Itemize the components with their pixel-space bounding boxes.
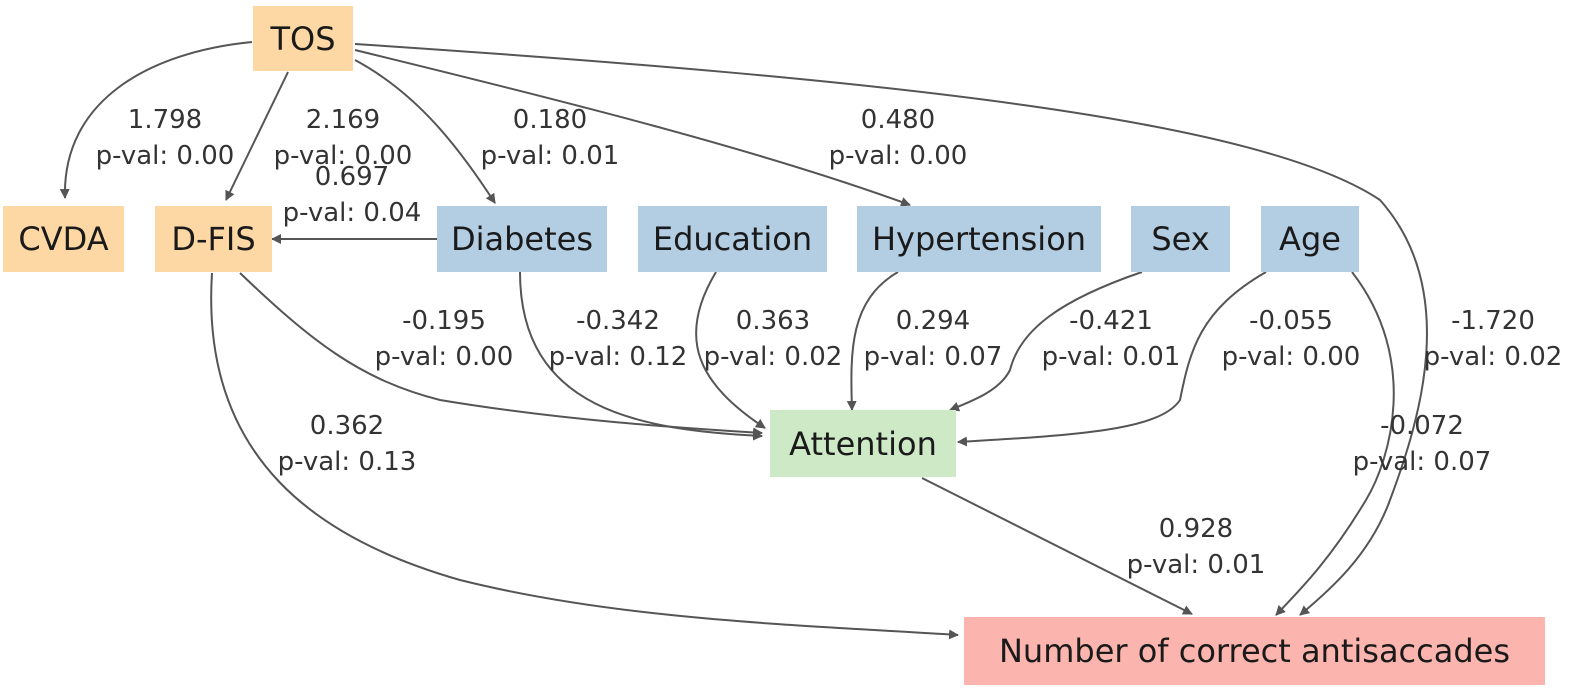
edge-tos-antisaccades [354,43,1428,616]
edge-dfis-attention [239,272,763,438]
edge-pvalue: p-val: 0.01 [480,141,620,171]
edge-pvalue: p-val: 0.01 [1126,550,1266,580]
edge-pvalue: p-val: 0.07 [863,342,1003,372]
node-age: Age [1261,206,1359,272]
node-diabetes: Diabetes [437,206,607,272]
edge-label-dfis-attention: -0.195 p-val: 0.00 [344,303,544,375]
edge-label-tos-antisaccades: -1.720 p-val: 0.02 [1393,303,1593,375]
edge-pvalue: p-val: 0.01 [1041,342,1181,372]
node-hypertension: Hypertension [857,206,1101,272]
edge-sex-attention [949,271,1143,412]
edge-tos-cvda [59,41,253,199]
edge-coefficient: 0.180 [512,105,588,135]
edge-pvalue: p-val: 0.00 [273,141,413,171]
edge-pvalue: p-val: 0.02 [1423,342,1563,372]
node-tos: TOS [253,6,353,71]
edge-attention-antisaccades [921,477,1193,615]
edge-pvalue: p-val: 0.02 [703,342,843,372]
edge-label-tos-diabetes: 0.180 p-val: 0.01 [450,102,650,174]
edge-pvalue: p-val: 0.00 [374,342,514,372]
node-cvda: CVDA [3,206,124,272]
edge-label-age-antisaccades: -0.072 p-val: 0.07 [1322,408,1522,480]
edge-coefficient: 0.362 [309,411,385,441]
edge-tos-diabetes [354,59,496,204]
edge-coefficient: 0.928 [1158,514,1234,544]
node-dfis: D-FIS [155,206,272,272]
node-attention: Attention [770,410,956,477]
edge-label-age-attention: -0.055 p-val: 0.00 [1191,303,1391,375]
edge-pvalue: p-val: 0.12 [548,342,688,372]
edge-coefficient: -0.195 [402,306,486,336]
edge-label-hypertension-attention: 0.294 p-val: 0.07 [833,303,1033,375]
edge-pvalue: p-val: 0.04 [282,198,422,228]
edge-coefficient: 0.480 [860,105,936,135]
edge-pvalue: p-val: 0.00 [1221,342,1361,372]
edge-coefficient: 2.169 [305,105,381,135]
edge-coefficient: -1.720 [1451,306,1535,336]
edge-label-tos-hypertension: 0.480 p-val: 0.00 [798,102,998,174]
edge-coefficient: -0.421 [1069,306,1153,336]
edge-tos-hypertension [354,49,911,207]
edge-label-dfis-antisaccades: 0.362 p-val: 0.13 [247,408,447,480]
edge-coefficient: 1.798 [127,105,203,135]
node-education: Education [638,206,827,272]
edge-hypertension-attention [846,271,899,411]
edge-coefficient: 0.294 [895,306,971,336]
edge-coefficient: -0.055 [1249,306,1333,336]
edge-age-attention [957,271,1267,447]
edge-label-tos-dfis: 2.169 p-val: 0.00 [243,102,443,174]
edge-tos-dfis [225,71,289,201]
edge-label-diabetes-dfis: 0.697 p-val: 0.04 [252,159,452,231]
edge-pvalue: p-val: 0.07 [1352,447,1492,477]
edge-coefficient: -0.072 [1380,411,1464,441]
edge-coefficient: -0.342 [576,306,660,336]
edge-label-sex-attention: -0.421 p-val: 0.01 [1011,303,1211,375]
edge-pvalue: p-val: 0.00 [828,141,968,171]
node-antisaccades: Number of correct antisaccades [964,617,1545,685]
edge-education-attention [695,271,766,429]
edge-label-diabetes-attention: -0.342 p-val: 0.12 [518,303,718,375]
node-sex: Sex [1131,206,1230,272]
edge-coefficient: 0.697 [314,162,390,192]
edge-diabetes-attention [519,271,763,441]
edge-pvalue: p-val: 0.00 [95,141,235,171]
edge-label-attention-antisaccades: 0.928 p-val: 0.01 [1096,511,1296,583]
edge-label-tos-cvda: 1.798 p-val: 0.00 [65,102,265,174]
edge-pvalue: p-val: 0.13 [277,447,417,477]
edge-label-education-attention: 0.363 p-val: 0.02 [673,303,873,375]
edge-dfis-antisaccades [210,272,959,640]
edge-coefficient: 0.363 [735,306,811,336]
edge-age-antisaccades [1275,271,1395,616]
